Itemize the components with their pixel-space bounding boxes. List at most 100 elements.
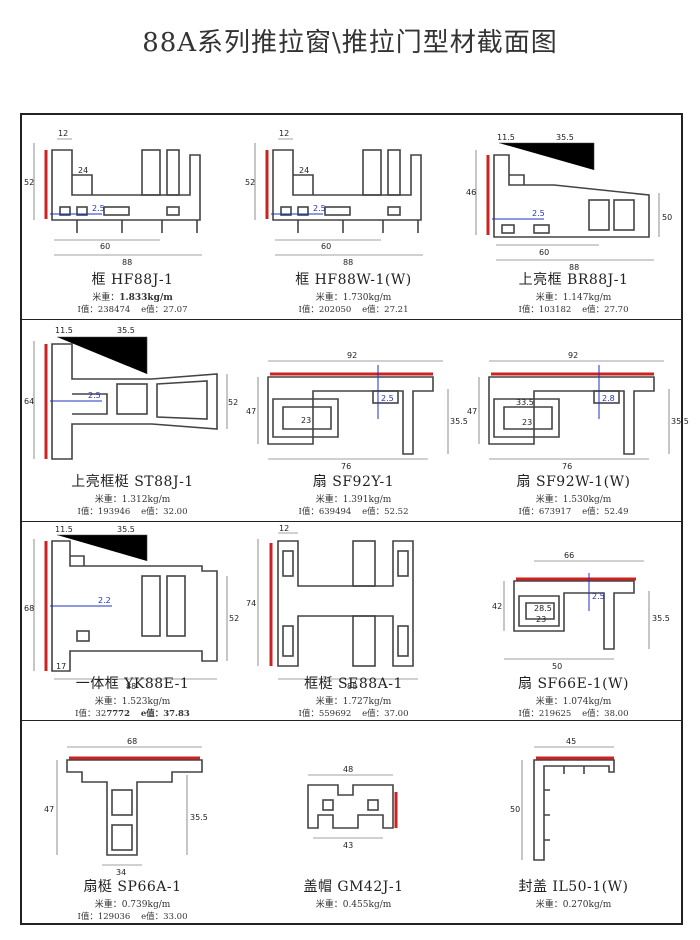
profile-cell-il50: 45 50 封盖 IL50-1(W) 米重：0.270kg/m xyxy=(464,720,683,925)
dim-label: 52 xyxy=(24,178,34,187)
profile-cell-sp66a: 68 47 35.5 34 扇梃 SP66A-1 米重：0.739kg/m I值… xyxy=(22,720,243,925)
dim-label: 88 xyxy=(126,682,136,691)
dim-label: 2.8 xyxy=(602,394,615,403)
dim-label: 48 xyxy=(343,765,353,774)
profile-cell-sf66e: 66 42 28.5 23 2.5 35.5 50 扇 SF66E-1(W) 米… xyxy=(464,521,683,720)
profile-cell-hf88w: 12 52 24 2.5 60 88 框 HF88W-1(W) 米重：1.730… xyxy=(243,115,464,319)
dim-label: 74 xyxy=(246,599,256,608)
profile-name: 扇 SF92Y-1 xyxy=(312,474,395,490)
profile-weight: 米重：0.455kg/m xyxy=(315,900,392,910)
profile-drawing: 12 52 24 2.5 60 88 xyxy=(245,129,423,267)
dim-label: 68 xyxy=(24,604,34,613)
profile-cell-hf88j: 12 52 24 2.5 60 88 框 HF88J-1 米重：1.833kg/… xyxy=(22,115,243,319)
profile-drawing: 11.5 35.5 68 2.2 52 17 88 xyxy=(24,525,239,691)
profile-values: I值：673917 e值：52.49 xyxy=(518,507,629,517)
dim-label: 88 xyxy=(347,682,357,691)
profile-drawing: 92 47 33.5 23 2.8 35.5 76 xyxy=(467,351,689,471)
profile-name: 封盖 IL50-1(W) xyxy=(518,879,629,895)
profile-weight: 米重：0.739kg/m xyxy=(94,900,171,910)
dim-label: 47 xyxy=(246,407,256,416)
dim-label: 88 xyxy=(122,258,132,267)
profile-name: 盖帽 GM42J-1 xyxy=(303,879,404,895)
profile-drawing: 92 47 23 2.5 35.5 76 xyxy=(246,351,468,471)
dim-label: 35.5 xyxy=(190,813,208,822)
dim-label: 60 xyxy=(539,248,549,257)
dim-label: 35.5 xyxy=(117,525,135,534)
dim-label: 12 xyxy=(279,129,289,138)
profile-drawing: 48 43 xyxy=(307,765,398,850)
dim-label: 88 xyxy=(569,263,579,272)
profile-weight: 米重：1.312kg/m xyxy=(94,495,171,505)
dim-label: 24 xyxy=(299,166,309,175)
dim-label: 11.5 xyxy=(497,133,515,142)
row-divider xyxy=(22,720,681,721)
dim-label: 2.5 xyxy=(381,394,394,403)
dim-label: 24 xyxy=(78,166,88,175)
dim-label: 35.5 xyxy=(450,417,468,426)
profile-name: 一体框 YK88E-1 xyxy=(75,676,190,692)
dim-label: 33.5 xyxy=(516,398,534,407)
profile-values: I值：202050 e值：27.21 xyxy=(298,305,409,315)
profile-drawing: 11.5 35.5 64 52 2.5 xyxy=(24,326,238,460)
dim-label: 35.5 xyxy=(652,614,670,623)
profile-name: 框梃 SE88A-1 xyxy=(304,676,403,692)
profile-cell-se88a: 12 74 88 框梃 SE88A-1 米重：1.727kg/m I值：5596… xyxy=(243,521,464,720)
dim-label: 42 xyxy=(492,602,502,611)
dim-label: 2.5 xyxy=(92,204,105,213)
profile-weight: 米重：1.730kg/m xyxy=(315,293,392,303)
profile-values: I值：103182 e值：27.70 xyxy=(518,305,629,315)
dim-label: 35.5 xyxy=(556,133,574,142)
profile-values: I值：193946 e值：32.00 xyxy=(77,507,188,517)
dim-label: 46 xyxy=(466,188,476,197)
dim-label: 50 xyxy=(662,213,672,222)
profile-name: 扇 SF66E-1(W) xyxy=(518,676,629,692)
profile-drawing: 12 74 88 xyxy=(246,524,418,691)
dim-label: 43 xyxy=(343,841,353,850)
dim-label: 76 xyxy=(341,462,351,471)
dim-label: 2.5 xyxy=(313,204,326,213)
profile-weight: 米重：1.523kg/m xyxy=(94,697,171,707)
profile-cell-st88j: 11.5 35.5 64 52 2.5 上亮框梃 ST88J-1 米重：1.31… xyxy=(22,319,243,521)
profile-drawing: 12 52 24 2.5 60 88 xyxy=(24,129,202,267)
profile-values: I值：219625 e值：38.00 xyxy=(518,709,629,719)
profile-values: I值：639494 e值：52.52 xyxy=(298,507,409,517)
dim-label: 2.2 xyxy=(98,596,111,605)
profile-cell-sf92y: 92 47 23 2.5 35.5 76 扇 SF92Y-1 米重：1.391k… xyxy=(243,319,468,521)
profile-weight: 米重：1.074kg/m xyxy=(535,697,612,707)
dim-label: 34 xyxy=(116,868,126,877)
profile-weight: 米重：1.391kg/m xyxy=(315,495,392,505)
profile-weight: 米重：1.833kg/m xyxy=(92,293,173,303)
dim-label: 92 xyxy=(568,351,578,360)
dim-label: 23 xyxy=(522,418,532,427)
row-divider xyxy=(22,319,681,320)
dim-label: 88 xyxy=(343,258,353,267)
profile-values: I值：559692 e值：37.00 xyxy=(298,709,409,719)
dim-label: 52 xyxy=(245,178,255,187)
dim-label: 11.5 xyxy=(55,525,73,534)
profile-drawing: 45 50 xyxy=(510,737,615,861)
profile-cell-br88j: 11.5 35.5 46 50 2.5 60 88 上亮框 BR88J-1 米重… xyxy=(464,115,683,319)
dim-label: 28.5 xyxy=(534,604,552,613)
dim-label: 17 xyxy=(56,662,66,671)
profile-drawing: 66 42 28.5 23 2.5 35.5 50 xyxy=(492,551,670,671)
profile-name: 上亮框 BR88J-1 xyxy=(518,272,629,288)
dim-label: 23 xyxy=(301,416,311,425)
dim-label: 76 xyxy=(562,462,572,471)
dim-label: 35.5 xyxy=(671,417,689,426)
profile-values: I值：238474 e值：27.07 xyxy=(77,305,188,315)
profile-weight: 米重：1.727kg/m xyxy=(315,697,392,707)
dim-label: 47 xyxy=(44,805,54,814)
profile-weight: 米重：0.270kg/m xyxy=(535,900,612,910)
dim-label: 52 xyxy=(228,398,238,407)
profile-name: 框 HF88J-1 xyxy=(91,272,174,288)
profile-cell-yk88e: 11.5 35.5 68 2.2 52 17 88 一体框 YK88E-1 米重… xyxy=(22,521,243,720)
profile-name: 框 HF88W-1(W) xyxy=(295,272,412,288)
dim-label: 66 xyxy=(564,551,574,560)
dim-label: 23 xyxy=(536,615,546,624)
dim-label: 50 xyxy=(552,662,562,671)
dim-label: 11.5 xyxy=(55,326,73,335)
dim-label: 47 xyxy=(467,407,477,416)
profile-name: 上亮框梃 ST88J-1 xyxy=(71,474,194,490)
profile-table: 12 52 24 2.5 60 88 框 HF88J-1 米重：1.833kg/… xyxy=(20,113,689,925)
dim-label: 12 xyxy=(58,129,68,138)
